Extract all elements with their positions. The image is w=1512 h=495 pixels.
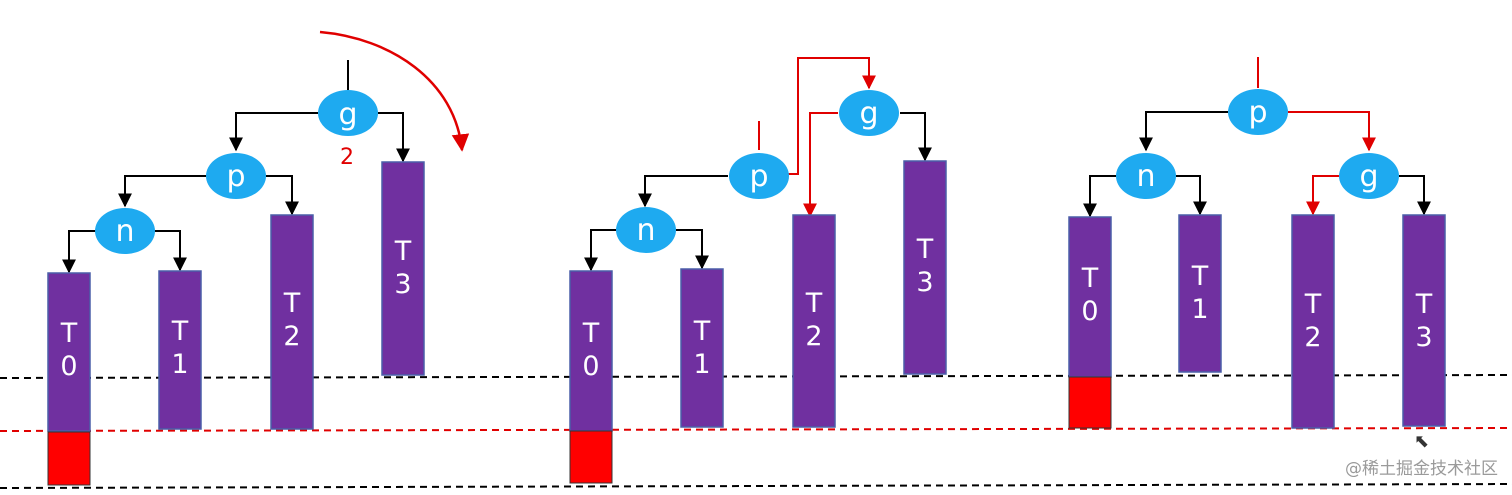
svg-text:T2: T2 bbox=[1304, 289, 1322, 353]
watermark: @稀土掘金技术社区 bbox=[1345, 459, 1498, 479]
tree-t2-label: T bbox=[283, 288, 301, 319]
mouse-cursor-icon: ⬉ bbox=[1414, 431, 1430, 452]
svg-text:T1: T1 bbox=[171, 316, 189, 380]
svg-text:T1: T1 bbox=[1191, 261, 1209, 325]
node-p bbox=[206, 153, 266, 199]
tree-label-line: 2 bbox=[1304, 322, 1321, 353]
tree-label-line: 0 bbox=[582, 351, 599, 382]
tree-label-line: 3 bbox=[1415, 322, 1432, 353]
node-n bbox=[616, 207, 676, 253]
tree-t1-label: T bbox=[171, 316, 189, 347]
height-guide-red bbox=[0, 427, 1512, 432]
tree-label-line: 0 bbox=[1081, 296, 1098, 327]
overflow-block bbox=[47, 431, 91, 486]
tree-t0-label: T bbox=[60, 318, 78, 349]
svg-text:T1: T1 bbox=[693, 316, 711, 380]
tree-label-line: 3 bbox=[394, 269, 411, 300]
svg-text:T0: T0 bbox=[1081, 263, 1099, 327]
node-p-label: p bbox=[1248, 95, 1267, 130]
node-p bbox=[729, 153, 789, 199]
tree-t3-label: T bbox=[394, 236, 412, 267]
height-guide-top bbox=[0, 374, 1512, 379]
node-p-label: p bbox=[749, 159, 768, 194]
tree-t3-label: T bbox=[1415, 289, 1433, 320]
tree-t0 bbox=[569, 270, 613, 432]
tree-t3-label: T bbox=[916, 234, 934, 265]
node-g-label: g bbox=[1359, 159, 1378, 194]
tree-t3 bbox=[903, 160, 947, 375]
tree-label-line: 3 bbox=[916, 267, 933, 298]
tree-t1-label: T bbox=[1191, 261, 1209, 292]
overflow-block bbox=[569, 430, 613, 484]
svg-text:T3: T3 bbox=[1415, 289, 1433, 353]
node-g-label: g bbox=[859, 96, 878, 131]
tree-label-line: 1 bbox=[171, 349, 188, 380]
tree-t0 bbox=[47, 272, 91, 432]
rotation-label: 2 bbox=[340, 145, 354, 170]
tree-t3 bbox=[381, 161, 425, 376]
rotation-arc bbox=[319, 30, 470, 152]
node-n-label: n bbox=[115, 214, 134, 249]
tree-t1 bbox=[158, 270, 202, 430]
node-g bbox=[1339, 153, 1399, 199]
svg-text:T0: T0 bbox=[60, 318, 78, 382]
tree-t2-label: T bbox=[805, 288, 823, 319]
node-g bbox=[318, 90, 378, 136]
tree-label-line: 1 bbox=[1191, 294, 1208, 325]
node-p-label: p bbox=[226, 159, 245, 194]
tree-t3 bbox=[1402, 214, 1446, 427]
tree-t0-label: T bbox=[1081, 263, 1099, 294]
tree-t2 bbox=[792, 214, 836, 428]
node-g-label: g bbox=[338, 97, 357, 132]
tree-t2-label: T bbox=[1304, 289, 1322, 320]
tree-label-line: 2 bbox=[805, 321, 822, 352]
overflow-block bbox=[1068, 376, 1112, 429]
svg-text:T3: T3 bbox=[916, 234, 934, 298]
tree-t2 bbox=[270, 214, 314, 430]
tree-t0 bbox=[1068, 216, 1112, 378]
svg-text:T2: T2 bbox=[283, 288, 301, 352]
tree-t1-label: T bbox=[693, 316, 711, 347]
svg-text:T2: T2 bbox=[805, 288, 823, 352]
node-g bbox=[839, 90, 899, 136]
node-n-label: n bbox=[1136, 159, 1155, 194]
node-n-label: n bbox=[636, 213, 655, 248]
height-guide-bottom bbox=[0, 483, 1512, 489]
tree-t1 bbox=[680, 268, 724, 428]
node-p bbox=[1228, 89, 1288, 135]
tree-label-line: 1 bbox=[693, 349, 710, 380]
svg-text:T3: T3 bbox=[394, 236, 412, 300]
node-n bbox=[1116, 153, 1176, 199]
tree-label-line: 2 bbox=[283, 321, 300, 352]
tree-t1 bbox=[1178, 214, 1222, 373]
node-n bbox=[95, 208, 155, 254]
tree-t0-label: T bbox=[582, 318, 600, 349]
tree-t2 bbox=[1291, 214, 1335, 429]
tree-label-line: 0 bbox=[60, 351, 77, 382]
svg-text:T0: T0 bbox=[582, 318, 600, 382]
